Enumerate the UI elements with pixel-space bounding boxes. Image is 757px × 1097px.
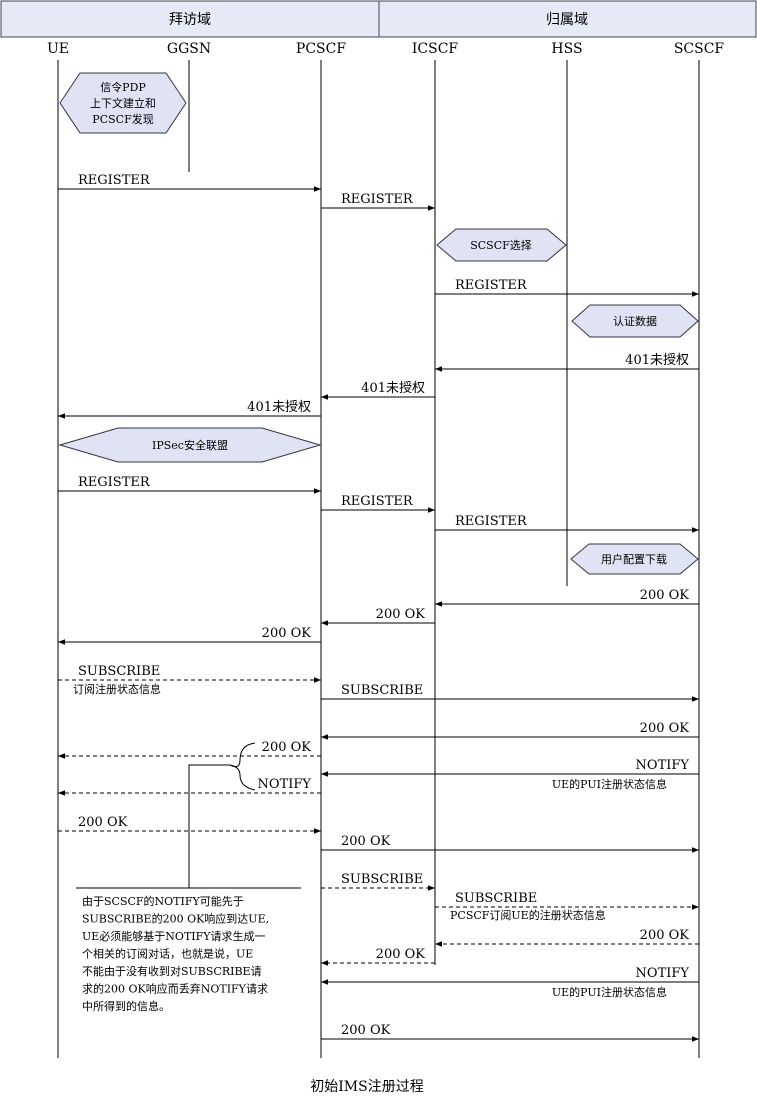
message-label: 200 OK [376, 947, 426, 962]
message-label: SUBSCRIBE [78, 664, 160, 679]
message-group: REGISTER REGISTER REGISTER 401未授权 401未授权 401未… [58, 173, 699, 1042]
note-text: 由于SCSCF的NOTIFY可能先于 SUBSCRIBE的200 OK响应到达UE… [82, 894, 269, 1013]
note-line: SUBSCRIBE的200 OK响应到达UE, [82, 912, 269, 926]
message-label: NOTIFY [636, 966, 690, 981]
message-label: 200 OK [640, 721, 690, 736]
message-label: REGISTER [341, 192, 414, 207]
message-label: SUBSCRIBE [341, 683, 423, 698]
message-label: 200 OK [640, 588, 690, 603]
domain-label-visited: 拜访域 [169, 12, 211, 28]
message-label: SUBSCRIBE [341, 872, 423, 887]
note-line: 求的200 OK响应而丢弃NOTIFY请求 [82, 982, 268, 996]
note-line: 由于SCSCF的NOTIFY可能先于 [82, 894, 244, 908]
participant-hss: HSS [551, 41, 582, 57]
hex-scscf-select [436, 228, 567, 262]
message-label: REGISTER [341, 494, 414, 509]
message-sublabel: 订阅注册状态信息 [73, 682, 161, 696]
message-label: 200 OK [341, 834, 391, 849]
domain-box-visited [0, 0, 380, 38]
message-label: REGISTER [78, 173, 151, 188]
message-label: 401未授权 [625, 352, 689, 368]
participant-scscf: SCSCF [674, 41, 725, 57]
participant-pcscf: PCSCF [296, 41, 346, 57]
note-line: UE必须能够基于NOTIFY请求生成一 [82, 929, 266, 943]
hex-auth-data-label: 认证数据 [613, 314, 657, 328]
message-label: 200 OK [262, 740, 312, 755]
note-line: 中所得到的信息。 [82, 999, 170, 1013]
message-label: 200 OK [341, 1023, 391, 1038]
note-connector [188, 764, 230, 888]
hex-profile-download-label: 用户配置下载 [601, 552, 667, 566]
crossing-bracket [229, 742, 256, 791]
message-label: 401未授权 [247, 399, 311, 415]
domain-label-home: 归属域 [546, 11, 588, 28]
message-label: 401未授权 [361, 380, 425, 396]
domain-box-home [378, 0, 757, 38]
message-label: REGISTER [455, 514, 528, 529]
note-line: 个相关的订阅对话，也就是说，UE [82, 947, 253, 961]
hex-pdp-line-2: 上下文建立和 [90, 96, 156, 110]
hex-pdp-line-1: 信令PDP [100, 80, 146, 94]
message-label: NOTIFY [258, 777, 312, 792]
message-sublabel: PCSCF订阅UE的注册状态信息 [450, 908, 606, 922]
participant-ue: UE [47, 41, 69, 57]
message-label: 200 OK [78, 815, 128, 830]
message-label: REGISTER [455, 278, 528, 293]
hex-auth-data [571, 304, 699, 338]
participant-ggsn: GGSN [167, 41, 211, 57]
participant-icscf: ICSCF [412, 41, 459, 57]
message-label: SUBSCRIBE [455, 891, 537, 906]
diagram-caption: 初始IMS注册过程 [310, 1078, 423, 1095]
note-line: 不能由于没有收到对SUBSCRIBE请 [82, 964, 262, 978]
hex-ipsec-label: IPSec安全联盟 [152, 438, 228, 452]
message-label: REGISTER [78, 475, 151, 490]
message-label: NOTIFY [636, 758, 690, 773]
message-label: 200 OK [262, 626, 312, 641]
hex-profile-download [570, 543, 699, 575]
message-sublabel: UE的PUI注册状态信息 [552, 985, 667, 999]
hex-scscf-select-label: SCSCF选择 [470, 238, 532, 252]
message-label: 200 OK [376, 607, 426, 622]
message-label: 200 OK [640, 928, 690, 943]
message-sublabel: UE的PUI注册状态信息 [552, 777, 667, 791]
hex-ipsec [58, 427, 322, 463]
hex-pdp-line-3: PCSCF发现 [92, 112, 153, 126]
hex-pdp-setup [59, 72, 187, 134]
